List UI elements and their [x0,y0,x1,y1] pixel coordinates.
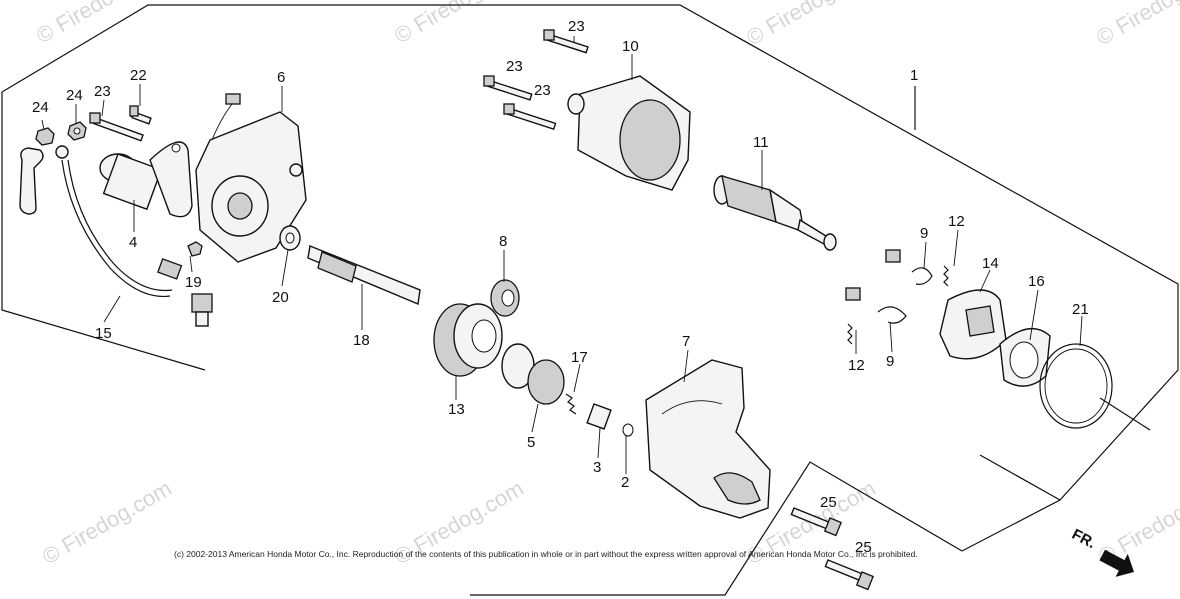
callout-25-upper: 25 [820,494,837,511]
callout-9-upper: 9 [920,225,928,242]
part-18-shaft [307,245,421,305]
callout-22: 22 [130,67,147,84]
callout-24-right: 24 [66,87,83,104]
callout-23-low: 23 [534,82,551,99]
part-20-washer [279,225,301,251]
callout-18: 18 [353,332,370,349]
callout-23-top: 23 [568,18,585,35]
watermark-top-center: © Firedog.com [390,0,528,48]
watermark-layer: © Firedo © Firedog.com © Firedog.com © F… [32,0,1180,569]
callout-20: 20 [272,289,289,306]
callout-25-lower: 25 [855,539,872,556]
part-24-nuts [35,121,87,146]
leader-lines [41,36,1083,474]
callout-10: 10 [622,38,639,55]
parts-9-12-upper [885,249,949,287]
parts-9-12-lower [845,287,907,345]
callout-6: 6 [277,69,285,86]
part-13-gear [433,303,503,377]
callouts: 1 2 3 4 5 6 7 8 9 9 10 11 12 12 13 14 15… [32,18,1089,556]
part-14-brush-holder [939,289,1007,360]
part-8-gear [490,279,520,317]
callout-14: 14 [982,255,999,272]
callout-24-left: 24 [32,99,49,116]
part-7-housing [645,359,771,519]
callout-17: 17 [571,349,588,366]
part-10-yoke [567,75,691,191]
callout-9-lower: 9 [886,353,894,370]
callout-11: 11 [753,134,769,151]
part-23-bolts-top [483,29,589,131]
part-19-terminal [187,241,213,327]
part-16-plate [999,327,1051,387]
part-15-cable [19,145,183,298]
callout-5: 5 [527,434,535,451]
direction-arrow-icon [1099,549,1135,577]
callout-12-lower: 12 [848,357,865,374]
callout-23-mid: 23 [506,58,523,75]
callout-7: 7 [682,333,690,350]
part-21-o-ring [1039,343,1113,429]
callout-12-upper: 12 [948,213,965,230]
callout-19: 19 [185,274,202,291]
parts-17-3-2 [565,393,634,437]
assembly-outline [1,4,1179,596]
callout-13: 13 [448,401,465,418]
callout-1: 1 [910,67,918,84]
watermark-top-left: © Firedo [32,0,118,48]
part-6-end-cover [195,93,307,263]
watermark-bottom-left: © Firedog.com [38,475,176,569]
part-25-bolts [790,507,874,591]
callout-21: 21 [1072,301,1089,318]
part-11-armature [713,175,837,251]
part-5-pinion [501,343,565,405]
callout-2: 2 [621,474,629,491]
callout-3: 3 [593,459,601,476]
callout-16: 16 [1028,273,1045,290]
watermark-top-right-b: © Firedog.com [1092,0,1180,50]
part-4-solenoid [99,141,193,218]
watermark-top-right-a: © Firedog.com [742,0,880,50]
part-23-bolts-left [89,105,152,142]
callout-15: 15 [95,325,112,342]
callout-8: 8 [499,233,507,250]
copyright-notice: (c) 2002-2013 American Honda Motor Co., … [174,549,918,559]
callout-4: 4 [129,234,137,251]
callout-23-left: 23 [94,83,111,100]
